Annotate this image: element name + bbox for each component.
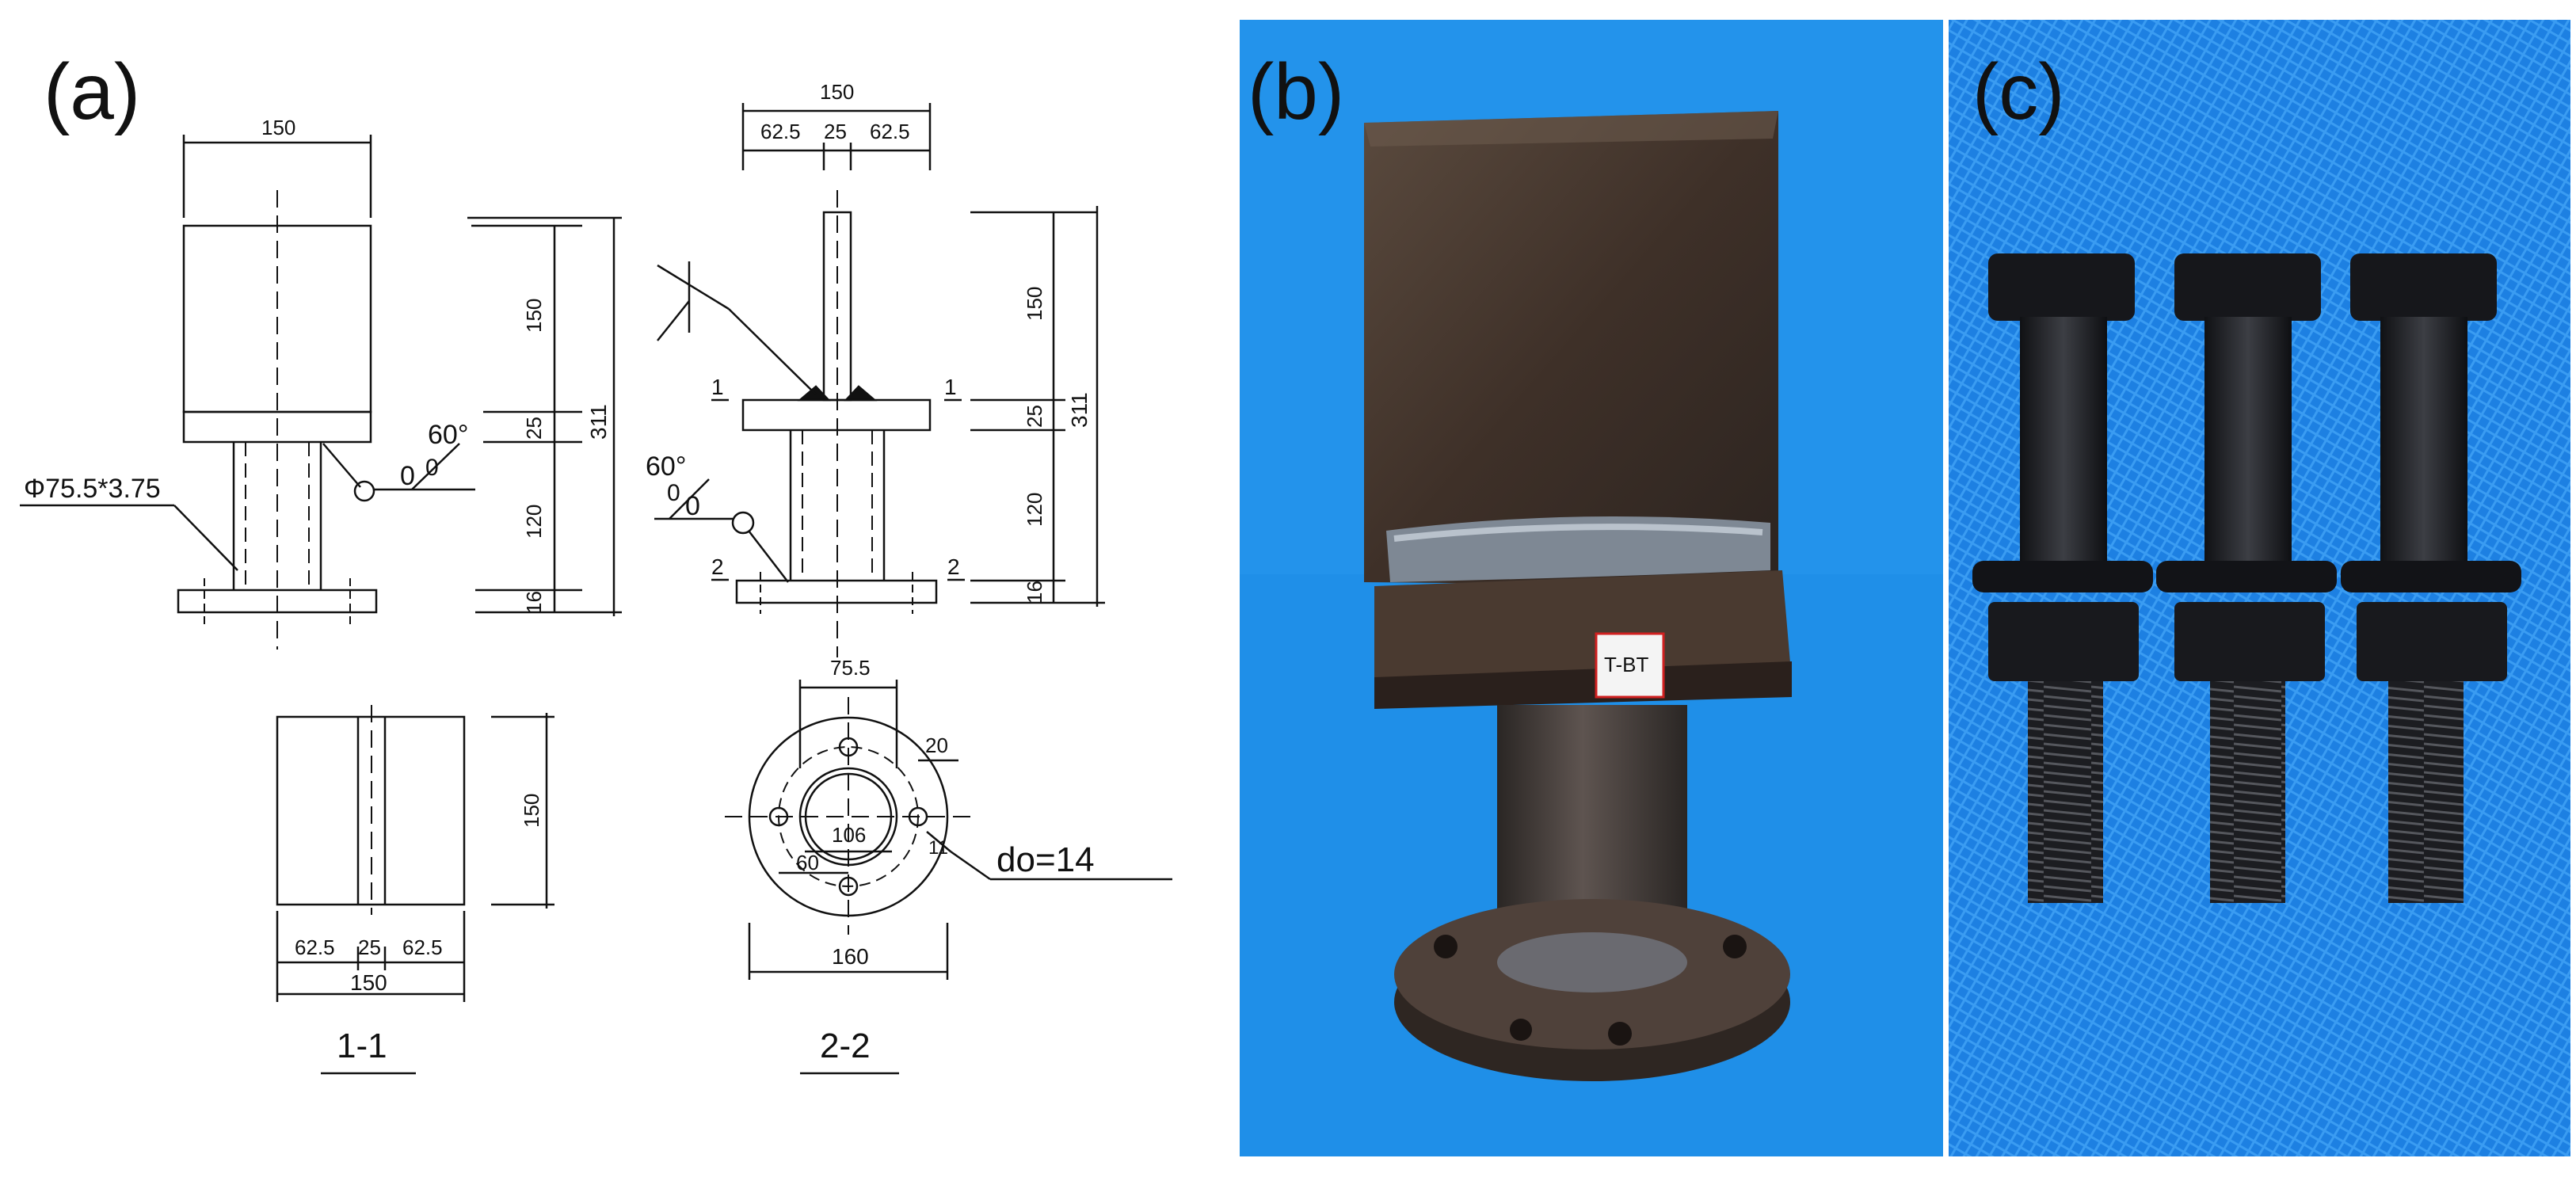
side-cut-2-left: 2 — [711, 554, 724, 579]
elev-dim-upper: 150 — [522, 299, 546, 333]
elev-dim-top: 150 — [261, 116, 295, 139]
panel-c-label: (c) — [1972, 48, 2065, 136]
elev-dim-total: 311 — [586, 404, 611, 440]
section-1-1: 150 62.5 25 62.5 150 1-1 — [276, 705, 554, 1075]
sec22-dim-bolt-circle: 106 — [832, 823, 866, 847]
side-dim-right: 62.5 — [870, 120, 910, 143]
panel-a-label: (a) — [44, 48, 140, 136]
elev-dim-base: 16 — [522, 591, 546, 614]
specimen-tag-text: T-BT — [1604, 653, 1648, 676]
sec22-hole-note: do=14 — [996, 840, 1095, 879]
side-dim-mid: 25 — [824, 120, 847, 143]
side-dim-tube: 120 — [1023, 493, 1046, 527]
panel-b-label: (b) — [1248, 48, 1344, 136]
side-dim-left: 62.5 — [760, 120, 801, 143]
sec22-dim-hole: 11 — [928, 837, 948, 859]
sec11-dim-right: 62.5 — [402, 935, 443, 959]
bolt-1 — [1972, 253, 2153, 903]
sec22-dim-plate: 160 — [832, 944, 869, 969]
sec22-dim-inner: 60 — [796, 851, 819, 874]
specimen-tag — [1595, 632, 1665, 699]
section-2-2: 75.5 20 106 60 11 do=14 160 2-2 — [725, 656, 1172, 1075]
sec22-dim-tube: 75.5 — [830, 656, 871, 680]
side-dim-total: 311 — [1067, 392, 1092, 428]
elev-weld-gap: 0 — [400, 461, 415, 491]
side-cut-1-left: 1 — [711, 375, 724, 399]
sec11-dim-mid: 25 — [358, 935, 381, 959]
sec22-dim-edge: 20 — [925, 733, 948, 757]
side-weld-angle: 60° — [646, 451, 686, 482]
svg-text:0: 0 — [425, 455, 439, 481]
svg-text:0: 0 — [667, 480, 680, 506]
bolt-3 — [2341, 253, 2521, 903]
bolt-2 — [2156, 253, 2337, 903]
elev-weld-angle: 60° — [428, 420, 468, 450]
sec11-dim-total: 150 — [350, 970, 387, 995]
side-dim-mid-v: 25 — [1023, 405, 1046, 428]
elev-dim-tube: 120 — [522, 505, 546, 539]
elevation-view: 150 150 25 120 16 311 60° 0 0 — [20, 116, 622, 650]
elev-dim-mid: 25 — [522, 417, 546, 440]
sec11-dim-height: 150 — [520, 794, 543, 828]
panel-b-photo: T-BT (b) — [1240, 20, 1943, 1156]
elev-tube-spec: Φ75.5*3.75 — [24, 474, 161, 504]
panel-c-photo: (c) — [1949, 20, 2570, 1156]
side-dim-upper: 150 — [1023, 287, 1046, 321]
side-dim-top: 150 — [820, 80, 854, 104]
sec11-caption: 1-1 — [337, 1027, 387, 1065]
side-dim-base: 16 — [1023, 581, 1046, 604]
side-view: 150 62.5 25 62.5 1 1 2 2 60° 0 0 — [646, 80, 1105, 657]
panel-a-drawing: (a) 150 150 — [20, 48, 1172, 1075]
sec11-dim-left: 62.5 — [295, 935, 335, 959]
sec22-caption: 2-2 — [820, 1027, 871, 1065]
side-weld-gap: 0 — [685, 491, 700, 521]
side-cut-2-right: 2 — [947, 554, 960, 579]
side-cut-1-right: 1 — [944, 375, 957, 399]
